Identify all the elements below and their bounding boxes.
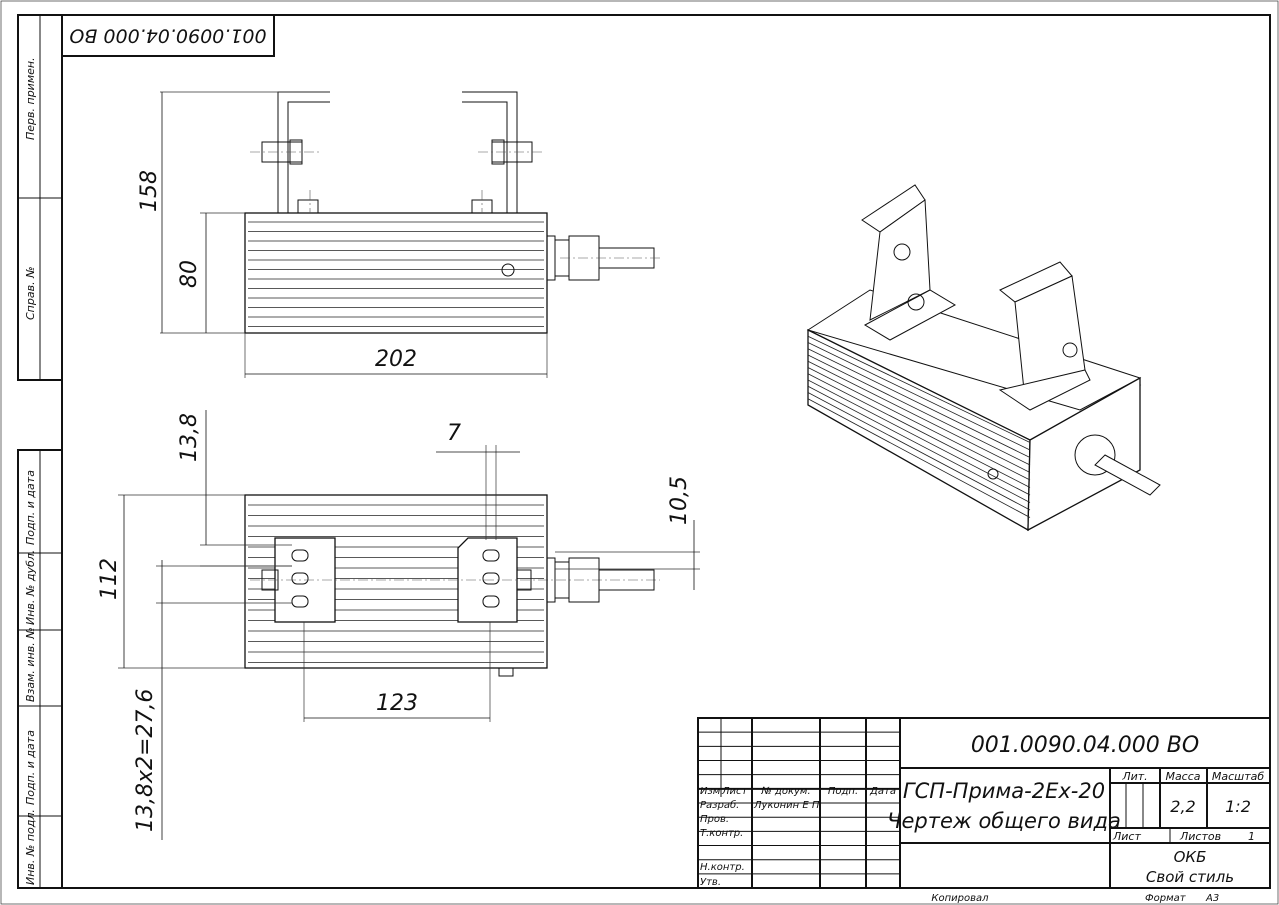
- dim-13-8: 13,8: [177, 413, 202, 462]
- fin-line: [807, 342, 1031, 451]
- dim-112: 112: [97, 558, 122, 600]
- dim-123: 123: [376, 691, 418, 716]
- tb-massa-label: Масса: [1165, 770, 1200, 783]
- dim-80: 80: [177, 260, 202, 288]
- bottom-view: 112 13,8 13,8x2=27,6 123 7 10,5: [97, 410, 700, 840]
- kopiroval-label: Копировал: [931, 893, 989, 904]
- tb-role-prov: Пров.: [700, 814, 729, 825]
- fin-line: [807, 398, 1031, 518]
- isometric-view: [806, 184, 1161, 532]
- tb-masshtab: 1:2: [1225, 797, 1251, 816]
- tb-hdr-podp: Подп.: [828, 786, 858, 797]
- tb-lit-label: Лит.: [1121, 770, 1147, 783]
- tb-hdr-izm: Изм: [700, 786, 721, 797]
- label-podp-data-1: Подп. и дата: [24, 470, 37, 545]
- fin-line: [807, 360, 1031, 473]
- tb-hdr-data: Дата: [869, 786, 896, 797]
- format-value: А3: [1205, 893, 1219, 904]
- tb-developer: Луконин Е П: [753, 800, 820, 811]
- fin-line: [807, 354, 1031, 466]
- tb-listov-label: Листов: [1179, 830, 1221, 843]
- dim-hole-pitch: 13,8x2=27,6: [133, 689, 158, 832]
- tb-role-utv: Утв.: [700, 877, 721, 888]
- tb-masshtab-label: Масштаб: [1212, 770, 1264, 783]
- code-box: 001.0090.04.000 ВО: [61, 14, 275, 57]
- tb-org-line1: ОКБ: [1174, 848, 1207, 866]
- dim-202: 202: [375, 347, 417, 372]
- dim-10-5: 10,5: [667, 476, 692, 525]
- tb-name-line2: Чертеж общего вида: [887, 809, 1121, 833]
- tb-massa: 2,2: [1170, 797, 1195, 816]
- code-box-text: 001.0090.04.000 ВО: [69, 25, 266, 47]
- fin-line: [807, 335, 1031, 443]
- label-inv-podl: Инв. № подл.: [24, 809, 37, 885]
- label-perv-primen: Перв. примен.: [24, 57, 37, 140]
- tb-listov: 1: [1248, 830, 1255, 843]
- format-label: Формат: [1145, 893, 1187, 904]
- tb-name-line1: ГСП-Прима-2Ex-20: [903, 779, 1105, 803]
- tb-list-label: Лист: [1112, 830, 1141, 843]
- dim-7: 7: [447, 421, 461, 446]
- fin-line: [807, 385, 1031, 503]
- label-sprav-no: Справ. №: [24, 266, 37, 320]
- label-vzam-inv: Взам. инв. №: [24, 627, 37, 702]
- dim-158: 158: [137, 170, 162, 212]
- label-inv-dubl: Инв. № дубл.: [24, 550, 37, 625]
- fin-line: [807, 392, 1031, 511]
- top-view: 158 80 202: [137, 91, 660, 378]
- fin-line: [807, 367, 1031, 481]
- fin-line: [807, 379, 1031, 496]
- title-block: 001.0090.04.000 ВО ГСП-Прима-2Ex-20 Черт…: [697, 717, 1271, 889]
- left-margin-strip: Перв. примен. Справ. № Подп. и дата Инв.…: [17, 14, 63, 889]
- label-podp-data-2: Подп. и дата: [24, 730, 37, 805]
- tb-role-tkontr: Т.контр.: [700, 828, 743, 839]
- tb-org-line2: Свой стиль: [1146, 868, 1234, 886]
- tb-hdr-list: Лист: [721, 786, 749, 797]
- tb-hdr-doc-no: № докум.: [760, 786, 810, 797]
- fin-line: [807, 348, 1031, 458]
- tb-role-razrab: Разраб.: [700, 799, 739, 811]
- tb-designation: 001.0090.04.000 ВО: [971, 733, 1199, 758]
- tb-role-nkontr: Н.контр.: [700, 862, 745, 873]
